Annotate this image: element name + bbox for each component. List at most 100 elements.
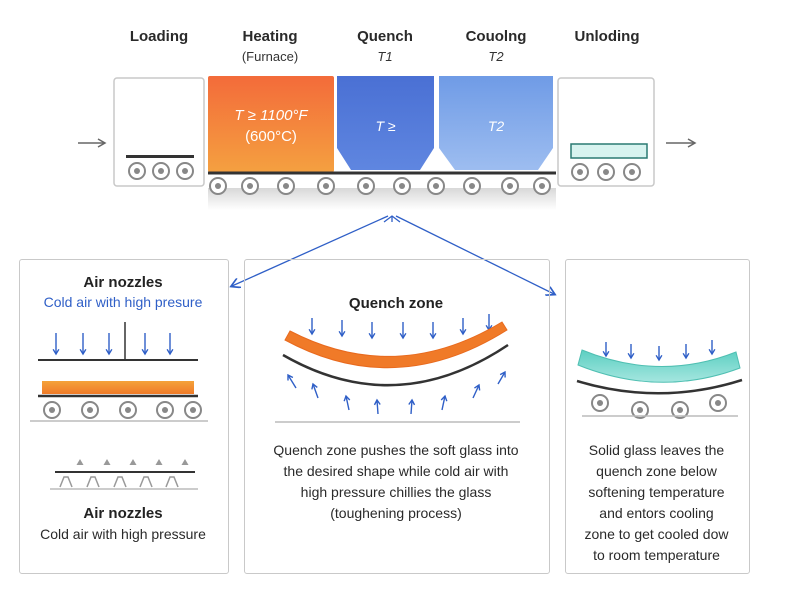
roller-icon xyxy=(463,177,481,195)
furnace-temp-text: T ≥ 1100°F xyxy=(234,107,308,124)
air-arrow-icon xyxy=(343,394,351,411)
roller-icon xyxy=(241,177,259,195)
air-arrow-icon xyxy=(682,344,690,360)
air-arrow-icon xyxy=(52,333,60,356)
left-panel-top-subtitle: Cold air with high presure xyxy=(43,294,203,310)
roller-icon xyxy=(709,394,727,412)
right-panel-description: Solid glass leaves the quench zone below… xyxy=(565,440,748,566)
air-arrow-icon xyxy=(141,333,149,356)
middle-desc-line: the desired shape while cold air with xyxy=(283,463,509,479)
right-panel-conveyor xyxy=(576,378,743,395)
left-panel-top-nozzles xyxy=(38,322,198,361)
stage-sub-quench: T1 xyxy=(377,49,393,64)
air-arrow-icon xyxy=(472,383,481,399)
roller-icon xyxy=(591,394,609,412)
air-arrow-icon xyxy=(429,322,437,340)
right-desc-line: Solid glass leaves the xyxy=(588,442,725,458)
air-arrow-icon xyxy=(308,318,316,336)
middle-panel-curved-mold xyxy=(282,343,509,387)
loading-glass-sheet xyxy=(126,155,194,158)
air-arrow-icon xyxy=(287,373,297,389)
air-arrow-icon xyxy=(79,333,87,356)
air-arrow-icon xyxy=(105,333,113,356)
right-desc-line: to room temperature xyxy=(593,547,720,563)
roller-icon xyxy=(184,401,202,419)
furnace-temp-celsius: (600°C) xyxy=(245,128,297,145)
air-arrow-icon xyxy=(408,398,416,415)
nozzle-cone-icon xyxy=(139,476,153,488)
unloading-station-box xyxy=(557,77,655,187)
roller-icon xyxy=(671,401,689,419)
air-arrow-icon xyxy=(338,320,346,338)
roller-icon xyxy=(119,401,137,419)
exit-arrow-icon xyxy=(666,138,697,148)
air-arrow-icon xyxy=(166,333,174,356)
middle-desc-line: (toughening process) xyxy=(330,505,462,521)
right-panel-curved-glass xyxy=(577,349,741,383)
roller-icon xyxy=(501,177,519,195)
roller-icon xyxy=(277,177,295,195)
middle-panel-description: Quench zone pushes the soft glass into t… xyxy=(244,440,548,524)
middle-panel-curved-glass xyxy=(284,321,508,369)
unloading-rollers xyxy=(571,163,641,181)
left-panel-rollers xyxy=(43,401,202,419)
roller-icon xyxy=(357,177,375,195)
air-arrow-icon xyxy=(399,322,407,340)
middle-desc-line: high pressure chillies the glass xyxy=(300,484,492,500)
right-panel-rollers xyxy=(591,394,727,419)
nozzle-tip-icon xyxy=(181,459,189,465)
air-arrow-icon xyxy=(440,394,448,411)
air-arrow-icon xyxy=(485,314,493,332)
roller-icon xyxy=(156,401,174,419)
roller-icon xyxy=(317,177,335,195)
nozzle-cone-icon xyxy=(113,476,127,488)
roller-icon xyxy=(533,177,551,195)
roller-icon xyxy=(393,177,411,195)
roller-icon xyxy=(43,401,61,419)
air-arrow-icon xyxy=(602,342,610,358)
air-arrow-icon xyxy=(708,340,716,356)
left-panel-bottom-subtitle: Cold air with high pressure xyxy=(40,526,206,542)
nozzle-tip-icon xyxy=(76,459,84,465)
middle-desc-line: Quench zone pushes the soft glass into xyxy=(273,442,519,458)
air-arrow-icon xyxy=(627,344,635,360)
connector-lines xyxy=(232,215,554,294)
middle-panel-title: Quench zone xyxy=(348,295,444,312)
air-arrow-icon xyxy=(655,346,663,362)
air-arrow-icon xyxy=(373,398,381,415)
entry-arrow-icon xyxy=(78,138,107,148)
right-panel-arrows xyxy=(602,340,716,362)
loading-rollers xyxy=(128,162,194,180)
cooling-temp-text: T2 xyxy=(487,118,505,134)
air-arrow-icon xyxy=(459,318,467,336)
right-desc-line: and entors cooling xyxy=(599,505,714,521)
loading-station-box xyxy=(113,77,205,187)
middle-panel-bottom-arrows xyxy=(287,370,506,415)
stage-sub-heating: (Furnace) xyxy=(241,49,299,64)
air-arrow-icon xyxy=(311,382,319,399)
stage-label-loading: Loading xyxy=(129,28,189,45)
right-desc-line: softening temperature xyxy=(588,484,725,500)
stage-label-unloading: Unloding xyxy=(574,28,640,45)
roller-icon xyxy=(631,401,649,419)
right-desc-line: quench zone below xyxy=(596,463,717,479)
unloading-glass-sheet xyxy=(570,143,648,159)
stage-sub-cooling: T2 xyxy=(488,49,504,64)
left-panel-bottom-nozzles xyxy=(50,459,198,490)
quench-hopper xyxy=(337,76,434,170)
nozzle-cone-icon xyxy=(165,476,179,488)
left-panel-top-title: Air nozzles xyxy=(83,274,163,291)
right-desc-line: zone to get cooled dow xyxy=(584,526,729,542)
nozzle-cone-icon xyxy=(86,476,100,488)
left-panel-bottom-title: Air nozzles xyxy=(83,505,163,522)
furnace-box xyxy=(208,76,334,172)
roller-icon xyxy=(427,177,445,195)
nozzle-tip-icon xyxy=(129,459,137,465)
conveyor-rollers xyxy=(209,177,551,195)
air-arrow-icon xyxy=(368,322,376,340)
stage-label-cooling: Couolng xyxy=(465,28,527,45)
roller-icon xyxy=(209,177,227,195)
nozzle-tip-icon xyxy=(155,459,163,465)
nozzle-tip-icon xyxy=(103,459,111,465)
